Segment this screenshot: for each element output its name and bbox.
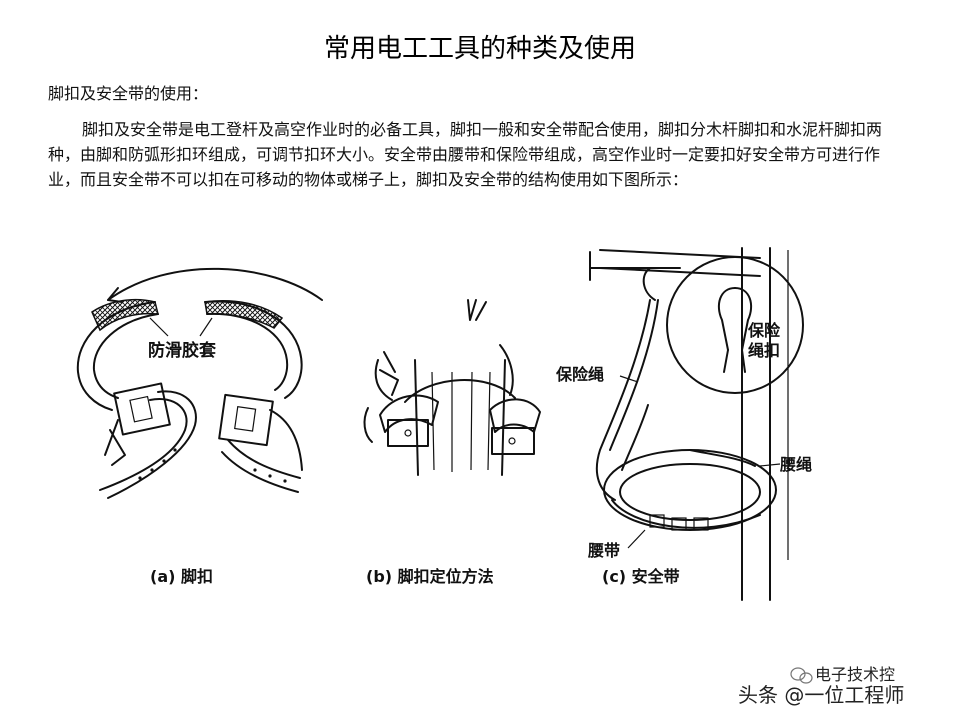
left-buckle xyxy=(113,382,171,436)
figure-b-positioning: (b) 脚扣定位方法 xyxy=(363,299,541,586)
crossarm xyxy=(589,251,681,281)
hook-loop xyxy=(717,287,736,351)
right-strap xyxy=(227,439,301,479)
waist-rope-label: 腰绳 xyxy=(780,455,812,474)
left-leg xyxy=(374,359,393,401)
safety-rope xyxy=(595,299,651,501)
page-title: 常用电工工具的种类及使用 xyxy=(323,34,636,64)
pole-left-edge xyxy=(414,359,419,476)
top-hook xyxy=(642,267,656,301)
hook-label-line1: 保险 xyxy=(747,321,781,340)
watermark: 电子技术控 头条 @一位工程师 xyxy=(738,665,904,707)
right-leg xyxy=(499,344,514,396)
body-paragraph: 脚扣及安全带是电工登杆及高空作业时的必备工具，脚扣一般和安全带配合使用，脚扣分木… xyxy=(48,120,883,189)
left-hoop-inner xyxy=(92,313,159,399)
hoop-across-pole xyxy=(404,379,516,403)
pole-right-edge xyxy=(501,359,506,476)
left-spike-plate xyxy=(387,419,429,447)
magnified-circle xyxy=(666,256,804,394)
left-strap xyxy=(99,398,188,491)
leg-lines-icon xyxy=(467,299,487,321)
section-subheading: 脚扣及安全带的使用： xyxy=(48,84,209,103)
figure-c-safety-belt: 保险 绳扣 保险绳 腰绳 腰带 (c) 安全带 xyxy=(555,247,812,601)
figure-a-climbing-spikes: 防滑胶套 (a) 脚扣 xyxy=(76,267,323,586)
pole xyxy=(741,247,771,601)
right-spike-body xyxy=(489,398,541,433)
left-spike-body xyxy=(379,394,439,433)
watermark-bottom: 头条 @一位工程师 xyxy=(738,683,904,707)
figure-b-caption: (b) 脚扣定位方法 xyxy=(366,567,494,586)
hook-label-line2: 绳扣 xyxy=(748,341,780,360)
waist-rope xyxy=(689,449,756,467)
arc-arrow xyxy=(107,267,323,301)
figure-c-caption: (c) 安全带 xyxy=(602,567,680,586)
grip-sleeve-label: 防滑胶套 xyxy=(148,340,217,361)
watermark-top: 电子技术控 xyxy=(815,665,895,684)
left-grip-sleeve xyxy=(91,298,159,332)
right-spike-plate xyxy=(491,427,535,455)
figure-a-caption: (a) 脚扣 xyxy=(150,567,213,586)
right-buckle xyxy=(218,393,274,447)
right-grip-sleeve xyxy=(204,300,284,329)
wechat-icon xyxy=(790,667,813,684)
waist-belt-label: 腰带 xyxy=(588,541,620,560)
safety-rope-label: 保险绳 xyxy=(555,365,604,384)
left-pedal xyxy=(104,419,119,456)
